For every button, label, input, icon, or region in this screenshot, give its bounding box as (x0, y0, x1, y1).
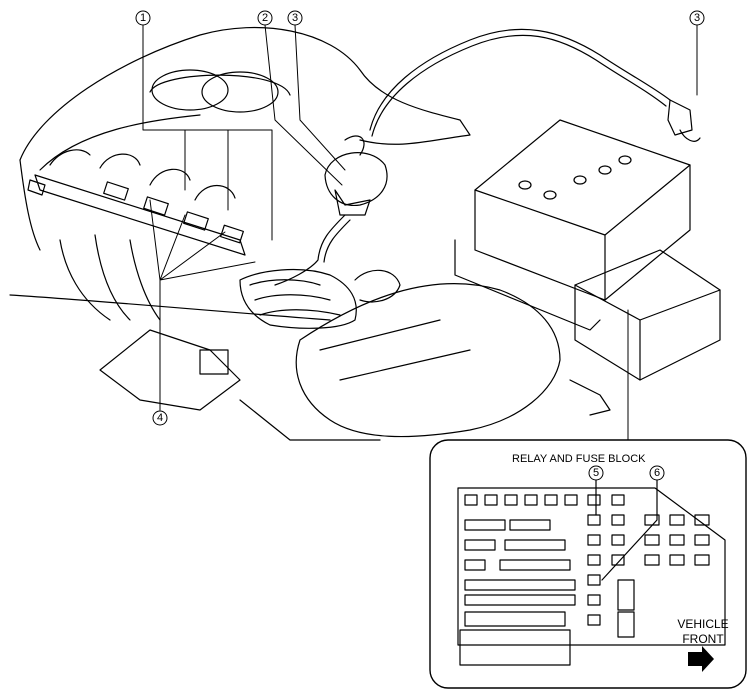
callout-5: 5 (588, 465, 604, 481)
vehicle-front-label-line1: VEHICLE (677, 617, 728, 631)
svg-text:6: 6 (654, 467, 660, 479)
callout-3-right: 3 (689, 10, 705, 26)
svg-text:4: 4 (157, 412, 163, 424)
fuel-rail-injectors (27, 149, 246, 256)
remote-solenoid (667, 99, 701, 142)
intake-air-duct (239, 268, 401, 329)
callout-4: 4 (152, 410, 168, 426)
callout-1: 1 (135, 10, 151, 26)
callout-3-left: 3 (287, 10, 303, 26)
relay-fuse-block-inset (429, 439, 747, 689)
evap-hose (369, 28, 671, 131)
leader-lines (142, 24, 698, 441)
svg-text:1: 1 (140, 12, 146, 24)
callout-2: 2 (257, 10, 273, 26)
right-arrow-icon (688, 646, 714, 672)
front-bracket (99, 329, 611, 416)
battery (454, 119, 691, 331)
callout-6: 6 (649, 465, 665, 481)
svg-text:3: 3 (694, 12, 700, 24)
inset-title: RELAY AND FUSE BLOCK (512, 453, 646, 465)
air-cleaner-box (239, 283, 561, 441)
vacuum-hose (274, 214, 346, 286)
relay-fuse-block-location (574, 249, 721, 381)
engine-cover (9, 26, 471, 321)
svg-text:2: 2 (262, 12, 268, 24)
svg-text:5: 5 (593, 467, 599, 479)
purge-solenoid-valve (324, 135, 388, 216)
vehicle-front-label-line2: FRONT (682, 632, 724, 646)
svg-text:3: 3 (292, 12, 298, 24)
